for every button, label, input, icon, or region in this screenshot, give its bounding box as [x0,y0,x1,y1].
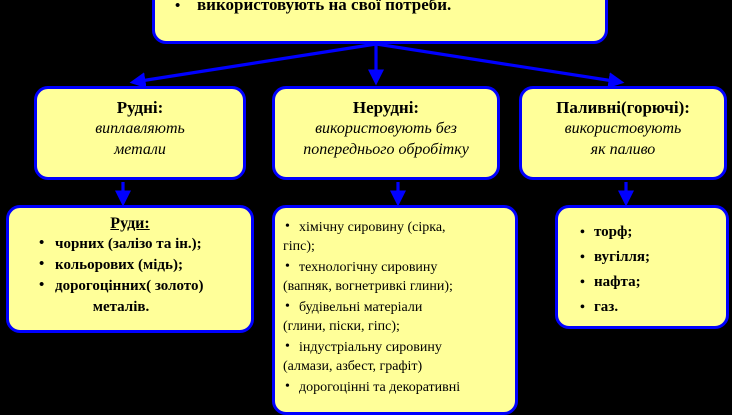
category-nonore-desc-line-1: використовують без [315,120,457,137]
arrow-root-to-ore [129,42,377,89]
category-ore-desc-line-2: метали [114,141,166,158]
category-node-fuel: Паливні(горючі): використовують як палив… [519,86,727,180]
list-item: дорогоцінних( золото) [39,275,243,297]
list-item: торф; [580,220,718,245]
diagram-canvas: видобувають з землі; використовують на с… [0,0,732,400]
category-fuel-desc-line-1: використовують [564,120,682,137]
detail-node-nonore: хімічну сировину (сірка, гіпс); технолог… [272,205,518,415]
list-item: будівельні матеріали (глини, піски, гіпс… [283,297,507,336]
list-item: індустріальну сировину (алмази, азбест, … [283,337,507,376]
list-item: вугілля; [580,245,718,270]
list-item-cont: (алмази, азбест, графіт) [283,359,423,374]
list-item-cont: (глини, піски, гіпс); [283,319,400,334]
list-item: чорних (залізо та ін.); [39,233,243,255]
list-item-main: будівельні матеріали [299,300,423,315]
category-ore-desc-line-1: виплавляють [95,120,185,137]
detail-node-fuel: торф; вугілля; нафта; газ. [555,205,729,329]
list-item: дорогоцінні та декоративні [283,377,507,397]
ore-list-tail: металів. [92,299,150,315]
category-nonore-desc-line-2: попереднього обробітку [303,141,469,158]
list-item-main: хімічну сировину (сірка, [299,220,446,235]
list-item-main: дорогоцінні та декоративні [299,380,461,395]
ore-list: чорних (залізо та ін.); кольорових (мідь… [17,233,243,297]
list-item: газ. [580,295,718,320]
root-node: видобувають з землі; використовують на с… [152,0,608,44]
list-item-main: індустріальну сировину [299,340,442,355]
list-item: кольорових (мідь); [39,254,243,276]
category-ore-heading: Рудні: [116,98,164,117]
category-nonore-heading: Нерудні: [352,98,420,117]
category-fuel-desc-line-2: як паливо [590,141,656,158]
list-item: технологічну сировину (вапняк, вогнетрив… [283,257,507,296]
category-node-nonore: Нерудні: використовують без попереднього… [272,86,500,180]
fuel-list: торф; вугілля; нафта; газ. [580,220,718,320]
list-item-main: технологічну сировину [299,260,438,275]
ore-list-title: Руди: [110,215,150,232]
root-line-2: використовують на свої потреби. [165,0,595,17]
category-fuel-heading: Паливні(горючі): [556,98,690,117]
list-item-cont: гіпс); [283,239,315,254]
list-item: хімічну сировину (сірка, гіпс); [283,217,507,256]
list-item-cont: (вапняк, вогнетривкі глини); [283,279,453,294]
detail-node-ore: Руди: чорних (залізо та ін.); кольорових… [6,205,254,333]
category-node-ore: Рудні: виплавляють метали [34,86,246,180]
list-item: нафта; [580,270,718,295]
nonore-list: хімічну сировину (сірка, гіпс); технолог… [283,217,507,397]
arrow-root-to-fuel [375,42,625,89]
